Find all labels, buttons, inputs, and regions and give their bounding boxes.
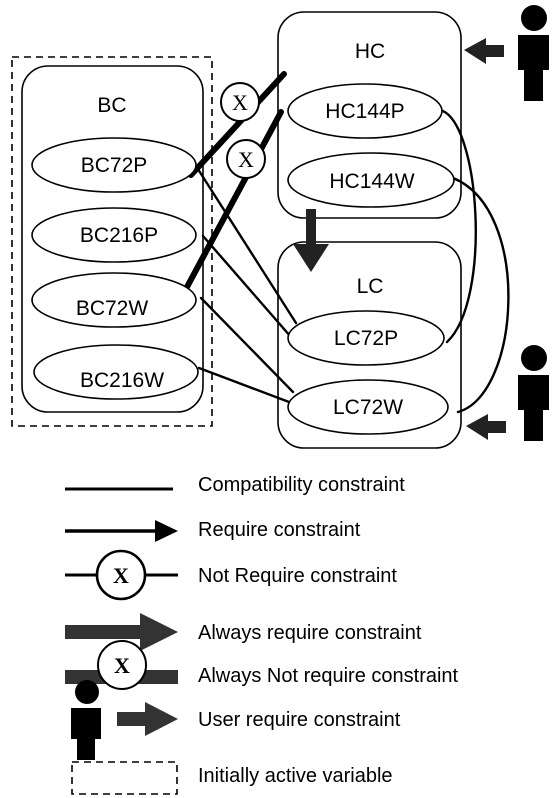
compat-curve-hc144p-lc72p	[438, 108, 477, 344]
node-hc144w-label: HC144W	[329, 170, 414, 193]
node-bc216w	[33, 344, 199, 400]
always-require-arrow-hc-lc	[293, 209, 329, 272]
legend-user-require-arrow	[117, 702, 178, 736]
user-require-arrow-hc	[464, 38, 504, 64]
hc-group-label: HC	[355, 40, 385, 63]
legend-always-not-require-x: X	[114, 653, 130, 678]
compat-curve-hc144w-lc72w	[451, 176, 510, 414]
always-not-line-bc72p-hc	[188, 71, 287, 178]
legend-initially-active-label: Initially active variable	[198, 765, 393, 787]
always-not-x-2: X	[238, 147, 254, 172]
node-lc72p	[287, 310, 445, 366]
compat-line-bc72p-lc72p	[194, 164, 298, 325]
legend-require-arrowhead	[155, 520, 178, 542]
node-hc144p	[287, 83, 443, 139]
legend-always-not-require-circle	[97, 640, 147, 690]
legend-not-require-circle	[95, 549, 147, 601]
compat-line-bc216p-lc72p	[201, 234, 293, 339]
lc-group-label: LC	[357, 275, 384, 298]
legend-always-not-require-label: Always Not require constraint	[198, 665, 459, 687]
node-bc216p-label: BC216P	[80, 224, 158, 247]
node-lc72p-label: LC72P	[334, 327, 398, 350]
compat-line-bc216w-lc72w	[197, 366, 291, 404]
legend-user-require-label: User require constraint	[198, 709, 401, 731]
node-hc144w	[287, 152, 455, 208]
legend-user-icon	[71, 680, 101, 760]
legend-not-require-x: X	[113, 563, 129, 588]
legend-initially-active-box	[71, 761, 178, 795]
node-lc72w	[287, 379, 449, 435]
compat-line-bc72w-lc72w	[199, 296, 295, 394]
node-bc72w-label: BC72W	[76, 297, 149, 320]
user-icon-lc	[518, 345, 549, 441]
bc-group-label: BC	[97, 94, 126, 117]
node-bc216p	[31, 207, 197, 263]
legend-always-require-label: Always require constraint	[198, 622, 422, 644]
node-bc72w	[31, 272, 197, 328]
node-bc216w-label: BC216W	[80, 369, 164, 392]
node-hc144p-label: HC144P	[325, 100, 404, 123]
legend-always-require-arrow	[65, 613, 178, 651]
user-icon-hc	[518, 5, 549, 101]
always-not-circle-2	[226, 139, 266, 179]
always-not-line-bc72w-hc144p	[184, 109, 284, 290]
user-require-arrow-lc	[466, 414, 506, 440]
legend-not-require-label: Not Require constraint	[198, 565, 397, 587]
node-bc72p	[31, 137, 197, 193]
legend-compatibility-label: Compatibility constraint	[198, 474, 405, 496]
node-lc72w-label: LC72W	[333, 396, 403, 419]
node-bc72p-label: BC72P	[81, 154, 148, 177]
always-not-x-1: X	[232, 90, 248, 115]
legend-require-label: Require constraint	[198, 519, 361, 541]
always-not-circle-1	[220, 82, 260, 122]
